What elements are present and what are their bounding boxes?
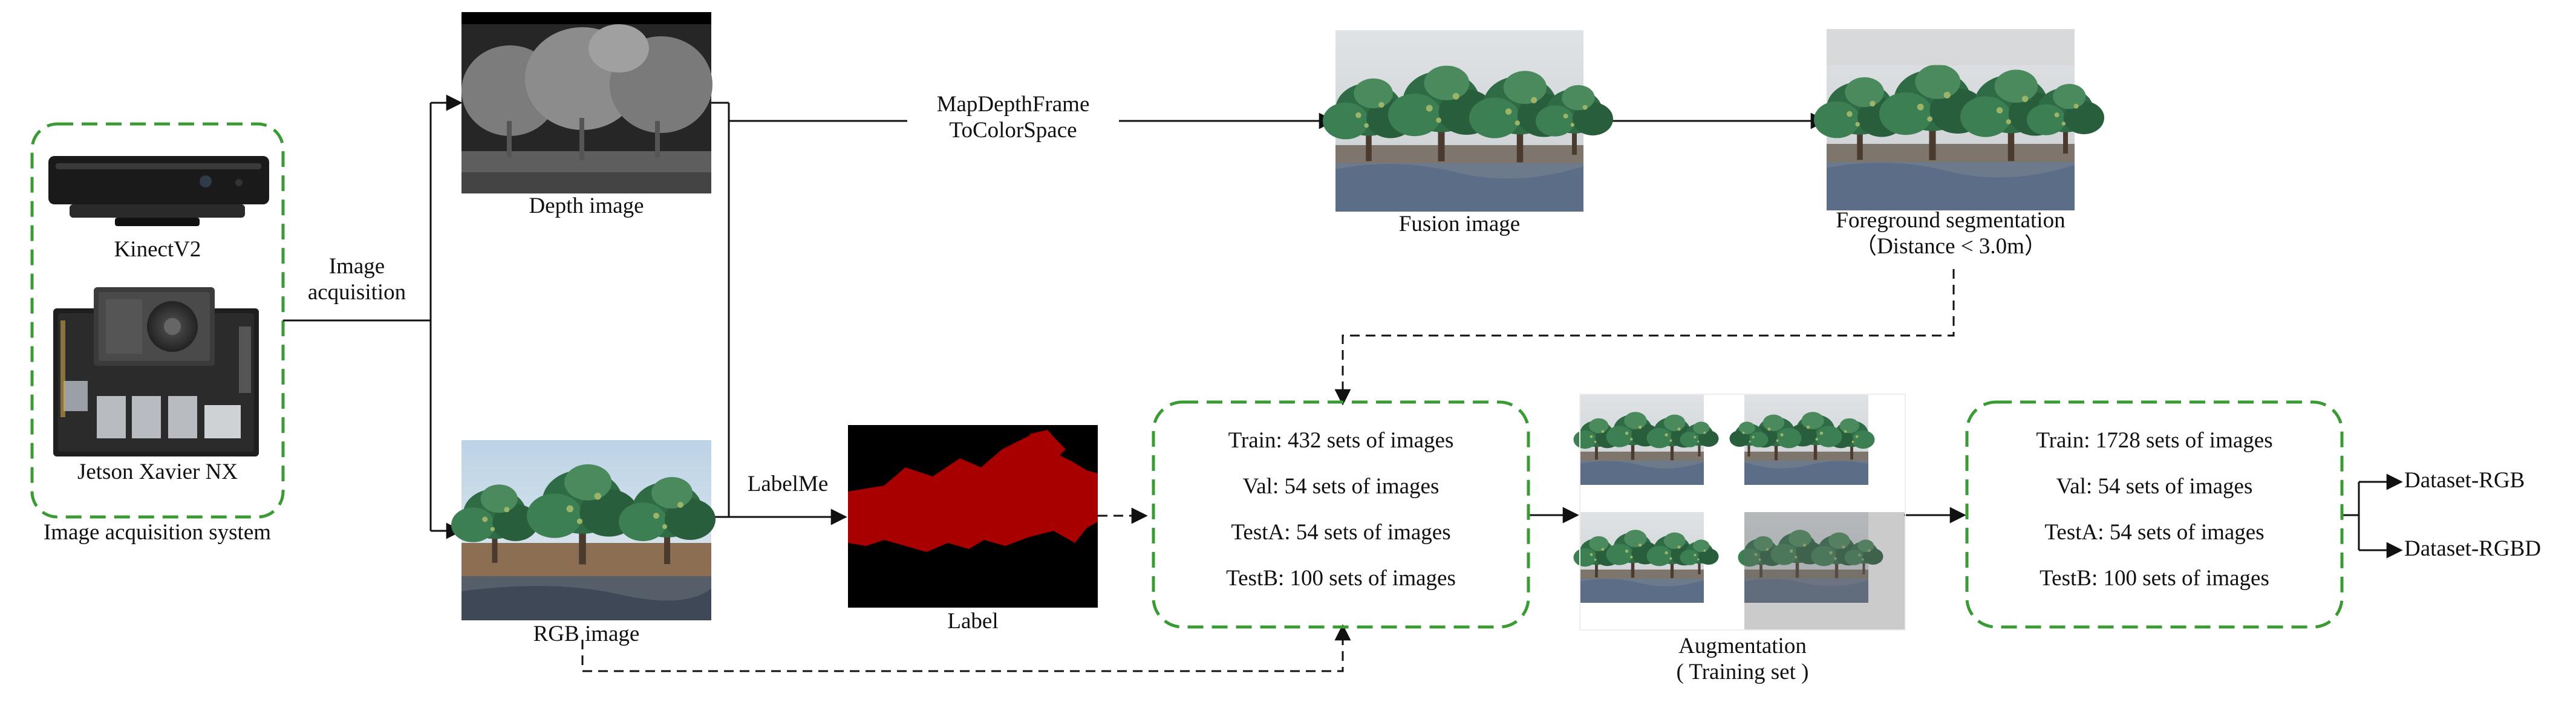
- foreground-segmentation-image: [1814, 29, 2104, 210]
- labelme-label: LabelMe: [747, 472, 829, 496]
- augmentation-caption: Augmentation ( Training set ): [1676, 634, 1809, 684]
- connectors: [283, 94, 2403, 559]
- jetson-device-image: [53, 287, 259, 456]
- output-dataset-rgb: Dataset-RGB: [2404, 468, 2525, 493]
- dashed-connectors: [581, 269, 1955, 672]
- acquisition-system-box: [30, 122, 285, 519]
- split-val-count: Val: 54 sets of images: [1242, 474, 1440, 499]
- kinect-device-image: [48, 156, 269, 226]
- split-train-count: Train: 432 sets of images: [1228, 428, 1454, 453]
- map-depth-label: MapDepthFrame ToColorSpace: [936, 92, 1090, 143]
- system-label: Image acquisition system: [43, 520, 272, 545]
- augmented-split-box: [1965, 400, 2344, 629]
- foreground-caption: Foreground segmentation （Distance < 3.0m…: [1836, 208, 2066, 259]
- split-testa-count: TestA: 54 sets of images: [1231, 520, 1451, 545]
- augmentation-mosaic-image: [1574, 394, 1906, 631]
- rgb-image-caption: RGB image: [533, 622, 640, 646]
- original-split-box: [1152, 400, 1530, 629]
- aug-train-count: Train: 1728 sets of images: [2036, 428, 2273, 453]
- rgb-image: [451, 440, 716, 620]
- label-caption: Label: [947, 609, 999, 634]
- jetson-label: Jetson Xavier NX: [77, 460, 238, 484]
- output-dataset-rgbd: Dataset-RGBD: [2404, 536, 2542, 561]
- split-testb-count: TestB: 100 sets of images: [1226, 566, 1456, 591]
- depth-image: [461, 12, 712, 193]
- aug-testa-count: TestA: 54 sets of images: [2044, 520, 2265, 545]
- aug-testb-count: TestB: 100 sets of images: [2040, 566, 2269, 591]
- depth-image-caption: Depth image: [529, 193, 644, 218]
- label-mask-image: [848, 425, 1098, 608]
- image-acquisition-label: Image acquisition: [307, 254, 406, 305]
- aug-val-count: Val: 54 sets of images: [2056, 474, 2253, 499]
- fusion-image-caption: Fusion image: [1398, 212, 1521, 236]
- kinect-label: KinectV2: [114, 237, 201, 262]
- fusion-image: [1323, 30, 1613, 212]
